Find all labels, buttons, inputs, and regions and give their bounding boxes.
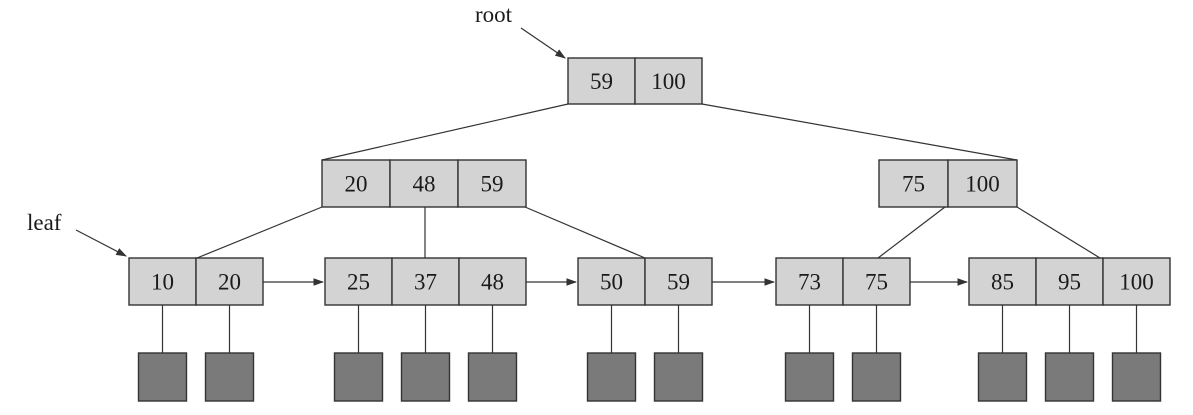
leaf-label: leaf — [27, 210, 62, 235]
leaf-3-key-2: 59 — [667, 270, 690, 295]
edge-internal-left-to-leaf-3 — [524, 206, 646, 259]
leaf-2-data-record-1 — [333, 352, 384, 402]
internal-left-key-2: 48 — [413, 172, 436, 197]
internal-right-key-2: 100 — [965, 172, 1000, 197]
leaf-4-data-record-2 — [851, 352, 902, 402]
leaf-node-5: 85 95 100 — [968, 257, 1171, 402]
leaf-1-cell-2 — [195, 257, 264, 306]
internal-left-cell-2 — [389, 159, 459, 208]
leaf-2-key-2: 37 — [414, 270, 437, 295]
root-pointer-arrow — [520, 27, 566, 59]
internal-right-cell-1 — [878, 159, 949, 208]
internal-right-key-1: 75 — [902, 172, 925, 197]
leaf-pointer-arrow — [75, 229, 127, 257]
root-key-2: 100 — [651, 69, 686, 94]
leaf-1-key-1: 10 — [151, 270, 174, 295]
root-cell-2 — [634, 57, 703, 105]
tree-edges — [196, 103, 1101, 259]
leaf-2-data-record-3 — [467, 352, 518, 402]
internal-left-cell-3 — [457, 159, 527, 208]
leaf-3-cell-2 — [644, 257, 713, 306]
leaf-3-cell-1 — [577, 257, 646, 306]
leaf-2-cell-2 — [391, 257, 460, 306]
leaf-5-key-3: 100 — [1119, 270, 1154, 295]
leaf-5-data-record-1 — [977, 352, 1028, 402]
leaf-4-key-2: 75 — [865, 270, 888, 295]
internal-node-left: 20 48 59 — [321, 159, 527, 208]
leaf-node-4: 73 75 — [775, 257, 911, 402]
leaf-4-key-1: 73 — [798, 270, 821, 295]
leaf-1-key-2: 20 — [218, 270, 241, 295]
leaf-4-cell-1 — [775, 257, 844, 306]
leaf-node-1: 10 20 — [128, 257, 264, 402]
root-label: root — [475, 2, 513, 27]
leaf-5-key-1: 85 — [991, 270, 1014, 295]
edge-internal-right-to-leaf-5 — [1016, 206, 1101, 259]
label-pointers — [75, 27, 566, 257]
leaf-5-key-2: 95 — [1058, 270, 1081, 295]
leaf-3-data-record-1 — [586, 352, 637, 402]
leaf-2-key-3: 48 — [481, 270, 504, 295]
leaf-4-cell-2 — [842, 257, 911, 306]
leaf-2-key-1: 25 — [347, 270, 370, 295]
leaf-node-2: 25 37 48 — [324, 257, 527, 402]
edge-internal-right-to-leaf-4 — [877, 206, 946, 259]
leaf-1-data-record-1 — [137, 352, 188, 402]
leaf-3-key-1: 50 — [600, 270, 623, 295]
edge-root-to-internal-right — [701, 103, 1018, 161]
internal-left-key-1: 20 — [345, 172, 368, 197]
leaf-2-cell-3 — [458, 257, 527, 306]
leaf-5-data-record-3 — [1111, 352, 1162, 402]
edge-internal-left-to-leaf-1 — [196, 206, 323, 259]
leaf-node-3: 50 59 — [577, 257, 713, 402]
leaf-1-data-record-2 — [204, 352, 255, 402]
leaf-5-cell-3 — [1102, 257, 1171, 306]
internal-right-cell-2 — [947, 159, 1018, 208]
leaf-5-data-record-2 — [1044, 352, 1095, 402]
edge-root-to-internal-left — [321, 103, 569, 161]
leaf-3-data-record-2 — [653, 352, 704, 402]
root-cell-1 — [567, 57, 636, 105]
internal-node-right: 75 100 — [878, 159, 1018, 208]
leaf-2-data-record-2 — [400, 352, 451, 402]
root-node: 59 100 — [567, 57, 703, 105]
internal-left-key-3: 59 — [481, 172, 504, 197]
leaf-4-data-record-1 — [784, 352, 835, 402]
root-key-1: 59 — [590, 69, 613, 94]
